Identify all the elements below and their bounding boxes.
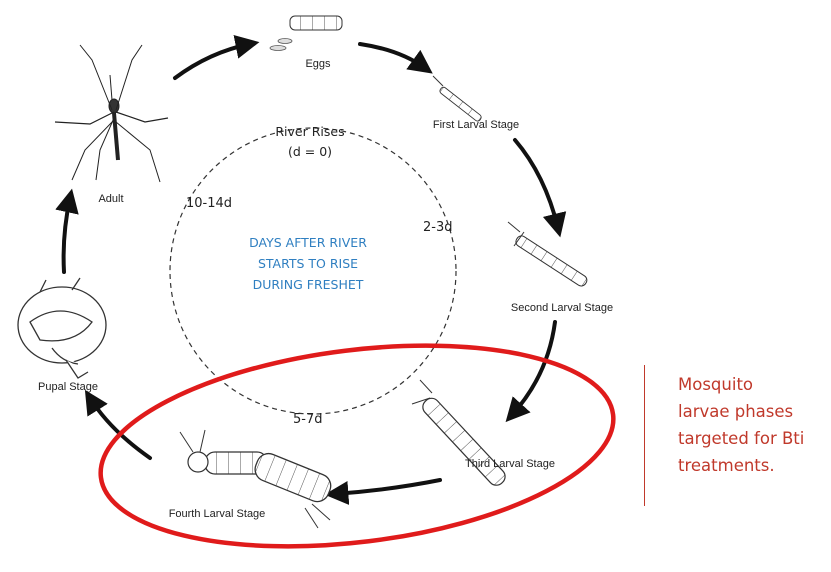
stage-label-eggs: Eggs (305, 58, 331, 70)
center-note-line2: STARTS TO RISE (257, 256, 359, 271)
side-note-line2: larvae phases (678, 402, 794, 421)
stage-label-fourth-larval: Fourth Larval Stage (168, 508, 266, 520)
river-rises-line1: River Rises (275, 124, 345, 139)
side-note-divider (644, 365, 645, 506)
stage-label-adult: Adult (98, 193, 124, 205)
timing-circle (169, 127, 457, 415)
arrow-first-to-second (513, 138, 567, 238)
side-note-line1: Mosquito (678, 375, 754, 394)
arrow-second-to-third (505, 320, 557, 423)
second-larva-illustration (507, 221, 588, 287)
center-note-line1: DAYS AFTER RIVER (249, 235, 367, 250)
pupa-illustration (17, 277, 107, 379)
center-note: DAYS AFTER RIVER STARTS TO RISE DURING F… (213, 232, 403, 295)
side-note-line4: treatments. (678, 456, 775, 475)
arrow-fourth-to-pupal (84, 389, 152, 460)
day-marker-10-14d: 10-14d (186, 196, 233, 211)
adult-mosquito-illustration (54, 44, 169, 183)
arrow-pupal-to-adult (55, 188, 79, 274)
river-rises-line2: (d = 0) (287, 144, 333, 159)
day-marker-2-3d: 2-3d (423, 220, 453, 235)
stage-label-first-larval: First Larval Stage (432, 119, 520, 131)
side-note: Mosquito larvae phases targeted for Bti … (678, 371, 828, 479)
side-note-line3: targeted for Bti (678, 429, 805, 448)
river-rises-label: River Rises (d = 0) (260, 122, 360, 162)
center-note-line3: DURING FRESHET (252, 277, 364, 292)
cycle-arrows (55, 35, 567, 505)
stage-label-third-larval: Third Larval Stage (465, 458, 555, 470)
fourth-larva-illustration (179, 429, 332, 529)
larvae-highlight-ellipse (98, 343, 616, 549)
stage-label-second-larval: Second Larval Stage (510, 302, 614, 314)
first-larva-illustration (432, 75, 482, 122)
day-marker-5-7d: 5-7d (293, 412, 323, 427)
eggs-illustration (269, 15, 343, 51)
arrow-eggs-to-first (358, 42, 433, 74)
arrow-third-to-fourth (324, 478, 442, 505)
stage-label-pupal: Pupal Stage (38, 381, 98, 393)
arrow-adult-to-eggs (173, 35, 260, 80)
third-larva-illustration (411, 379, 506, 486)
